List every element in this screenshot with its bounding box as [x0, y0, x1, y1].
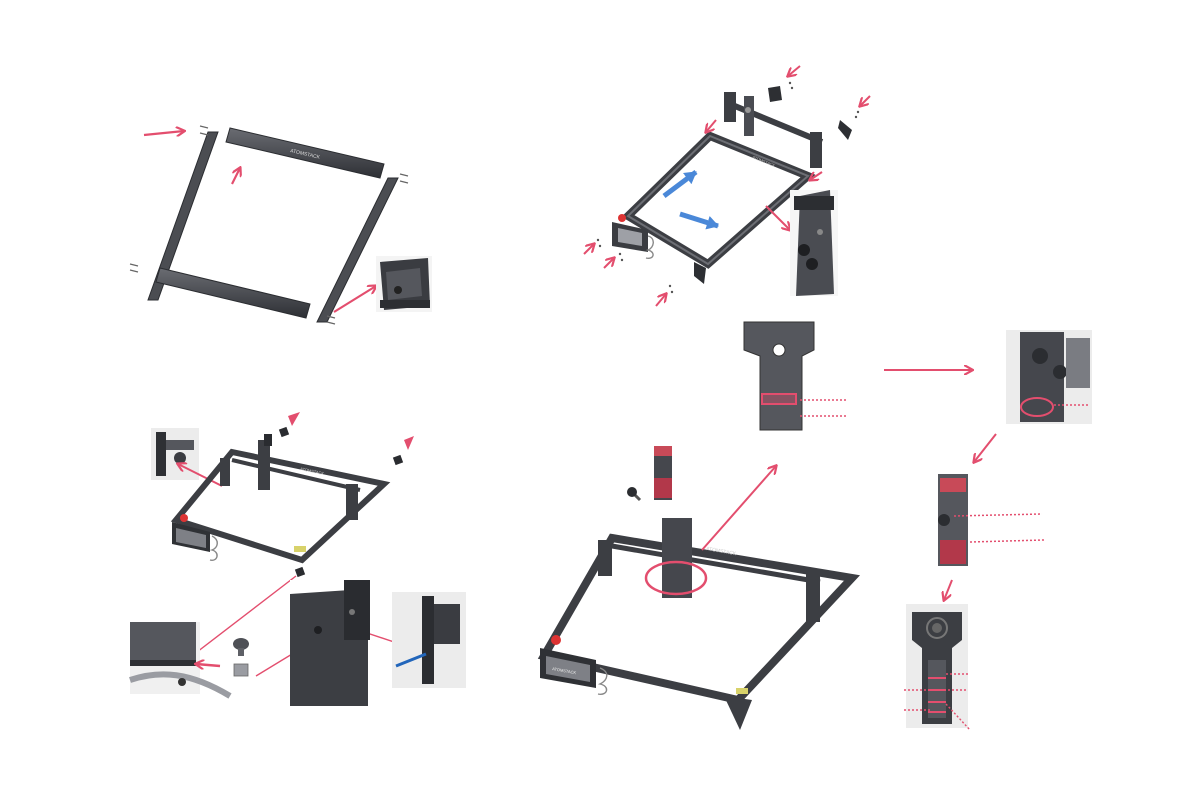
pink-arrow [944, 580, 952, 600]
pink-arrow [656, 294, 666, 306]
engraver-machine-with-laser: ATOMSTACK ATOMSTACK [540, 518, 852, 730]
pink-arrow [702, 466, 776, 550]
pink-arrow [584, 244, 594, 254]
end-cap [393, 455, 403, 465]
gantry-brand: ATOMSTACK [300, 466, 325, 476]
bottom-rail [156, 268, 310, 318]
pink-arrow [144, 131, 184, 135]
step-1-frame-assembly: ATOMSTACK [130, 126, 432, 324]
pink-arrow-head [288, 412, 300, 426]
pink-arrow [706, 120, 716, 132]
step-3-belt-and-end-caps: ATOMSTACK [130, 412, 466, 706]
belt-clip-photo [392, 592, 466, 688]
carriage-closeup [1006, 330, 1092, 424]
end-cap [838, 120, 852, 140]
pink-arrow [860, 96, 870, 106]
end-cap [295, 567, 305, 577]
engraver-machine: ATOMSTACK [172, 434, 384, 560]
corner-detail-photo [151, 428, 199, 480]
mount-plate-back [906, 604, 968, 728]
end-cap [279, 427, 289, 437]
end-cap [768, 86, 782, 102]
corner-bracket-inset [376, 256, 432, 312]
end-plate-closeup [290, 580, 370, 706]
pink-arrow [974, 434, 996, 462]
pink-arrow-head [404, 436, 414, 450]
step-2-gantry-and-control-box: ATOMSTACK [584, 66, 870, 306]
pink-arrow [788, 66, 800, 76]
rail-corner-closeup [130, 622, 230, 696]
step-4-laser-module-mount: ATOMSTACK ATOMSTACK [540, 322, 1092, 730]
pink-arrow [604, 258, 614, 268]
pink-arrow [766, 206, 790, 230]
blue-arrow [680, 214, 718, 226]
laser-module-loose [627, 446, 672, 500]
screw-and-tnut [233, 638, 249, 676]
mount-plate-front [744, 322, 814, 430]
wheel-plate-inset [790, 190, 838, 296]
x-gantry [724, 92, 822, 168]
pink-arrow [232, 168, 240, 184]
